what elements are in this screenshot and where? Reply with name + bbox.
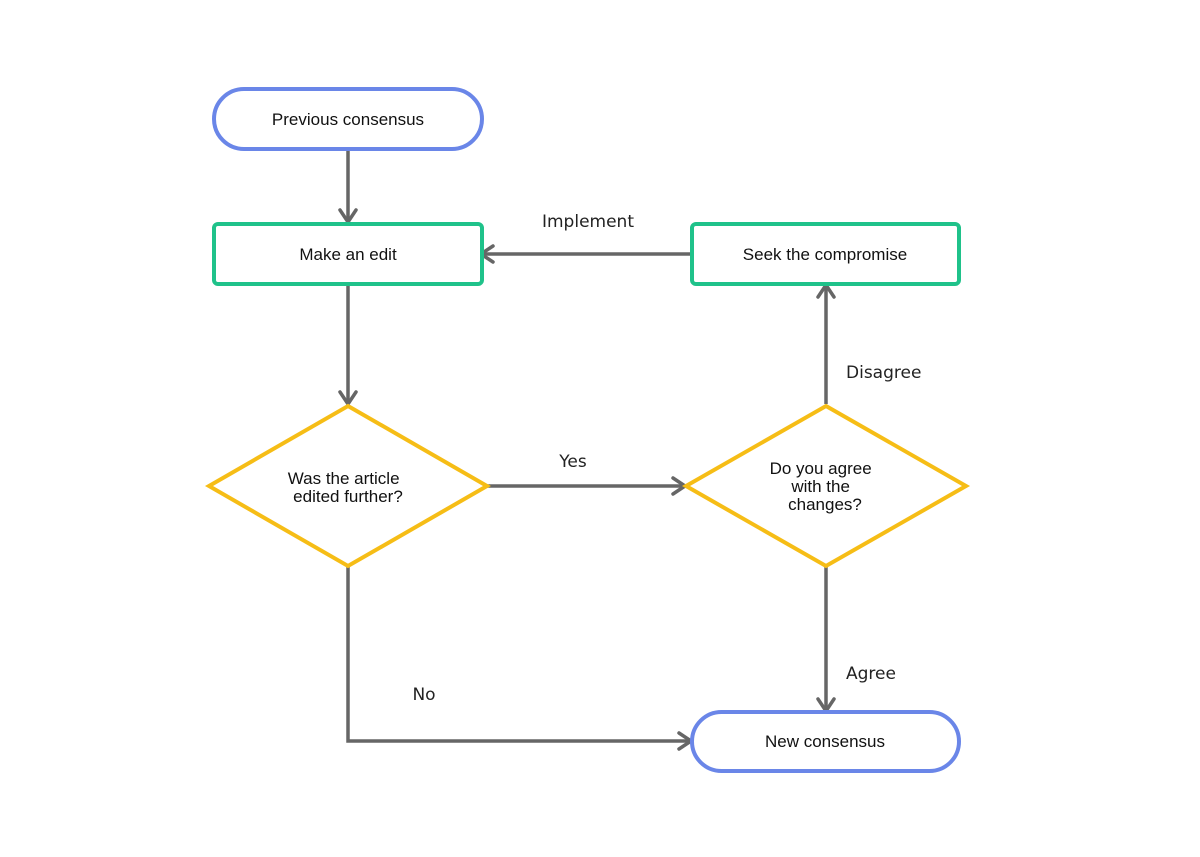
node-text-line: New consensus [765,732,885,751]
node-text-line: Do you agree [770,459,872,478]
node-agree-changes-decision: Do you agree with the changes? [681,403,971,569]
edge-label-disagree: Disagree [846,363,921,383]
edge-implement [479,244,691,264]
node-text-line: Make an edit [299,245,397,264]
node-previous-consensus: Previous consensus [212,87,484,151]
node-text-line: edited further? [293,487,403,506]
edge-make-edit-to-decision [338,285,358,406]
edge-disagree [816,283,836,404]
edge-label-implement: Implement [542,212,634,232]
edge-label-yes: Yes [558,452,587,472]
edge-agree [816,567,836,713]
node-make-edit: Make an edit [212,222,484,286]
svg-text:New consensus: New consensus [765,732,885,751]
node-text-line: Previous consensus [272,110,424,129]
node-seek-compromise: Seek the compromise [690,222,961,286]
svg-text:Previous consensus: Previous consensus [272,110,424,129]
svg-text:Make an edit: Make an edit [299,245,397,264]
edge-previous-to-make-edit [338,149,358,224]
svg-text:Do you agree with the: Do you agree with the changes? [770,459,877,514]
svg-text:Seek the compromise: Seek the compromise [743,245,907,264]
node-text-line: with the [790,477,850,496]
node-text-line: Seek the compromise [743,245,907,264]
node-new-consensus: New consensus [690,710,961,773]
node-text-line: changes? [788,495,862,514]
svg-text:Was the article edited f: Was the article edited further? [288,469,405,506]
node-edited-further-decision: Was the article edited further? [204,403,492,569]
edge-label-agree: Agree [846,664,896,684]
edge-yes [487,476,687,496]
node-text-line: Was the article [288,469,400,488]
edge-no [346,567,693,751]
edge-label-no: No [412,685,435,705]
